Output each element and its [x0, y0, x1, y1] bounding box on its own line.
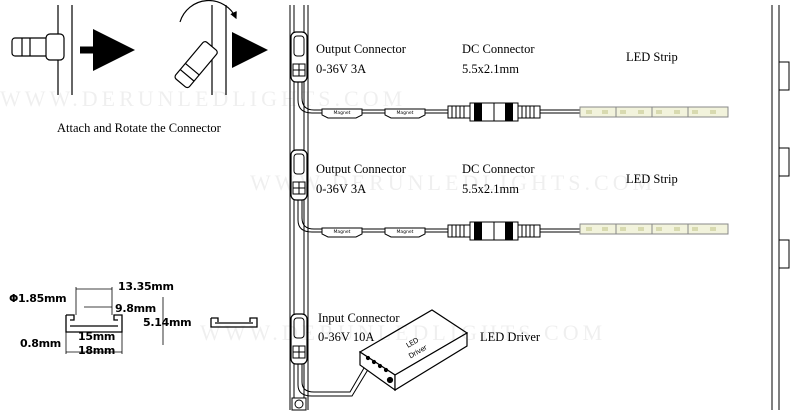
- dim-width-top: 13.35mm: [118, 280, 174, 293]
- dc-connector-title-2: DC Connector: [462, 162, 535, 176]
- output-connector-title-2: Output Connector: [316, 162, 406, 176]
- magnet-label: Magnet: [334, 229, 351, 235]
- dc-connector-2: [447, 221, 541, 241]
- watermark: WWW.DERUNLEDLIGHTS.COM: [200, 320, 607, 345]
- attach-illustration: [11, 5, 73, 95]
- dim-base-inner: 15mm: [78, 330, 116, 343]
- led-strip-1: [579, 106, 729, 118]
- output-connector-title-1: Output Connector: [316, 42, 406, 56]
- watermark: WWW.DERUNLEDLIGHTS.COM: [0, 86, 407, 111]
- caption: Attach and Rotate the Connector: [57, 121, 221, 135]
- output-connector-rating-2: 0-36V 3A: [316, 182, 367, 196]
- dim-inner: 9.8mm: [115, 302, 156, 315]
- dim-height: 5.14mm: [143, 316, 192, 329]
- dc-connector-size-1: 5.5x2.1mm: [462, 62, 519, 76]
- led-strip-2: [579, 223, 729, 235]
- input-connector-title: Input Connector: [318, 311, 400, 325]
- dc-connector-title-1: DC Connector: [462, 42, 535, 56]
- dc-connector-size-2: 5.5x2.1mm: [462, 182, 519, 196]
- led-driver-box: [358, 309, 469, 392]
- led-driver-label: LED Driver: [480, 330, 541, 344]
- dc-connector-1: [447, 102, 541, 122]
- dim-thickness: 0.8mm: [20, 337, 61, 350]
- side-rail: [771, 5, 790, 410]
- magnet-label: Magnet: [334, 110, 351, 116]
- input-connector-rating: 0-36V 10A: [318, 330, 375, 344]
- dim-base-outer: 18mm: [78, 344, 116, 357]
- output-connector-1: [290, 31, 308, 83]
- output-connector-rating-1: 0-36V 3A: [316, 62, 367, 76]
- led-strip-label-2: LED Strip: [626, 172, 678, 186]
- led-strip-label-1: LED Strip: [626, 50, 678, 64]
- magnet-label: Magnet: [397, 229, 414, 235]
- rotate-illustration: [174, 0, 237, 95]
- profile-cross-section: [65, 287, 258, 354]
- watermark: WWW.DERUNLEDLIGHTS.COM: [250, 170, 657, 195]
- dim-hole: Φ1.85mm: [9, 292, 67, 305]
- magnet-label: Magnet: [397, 110, 414, 116]
